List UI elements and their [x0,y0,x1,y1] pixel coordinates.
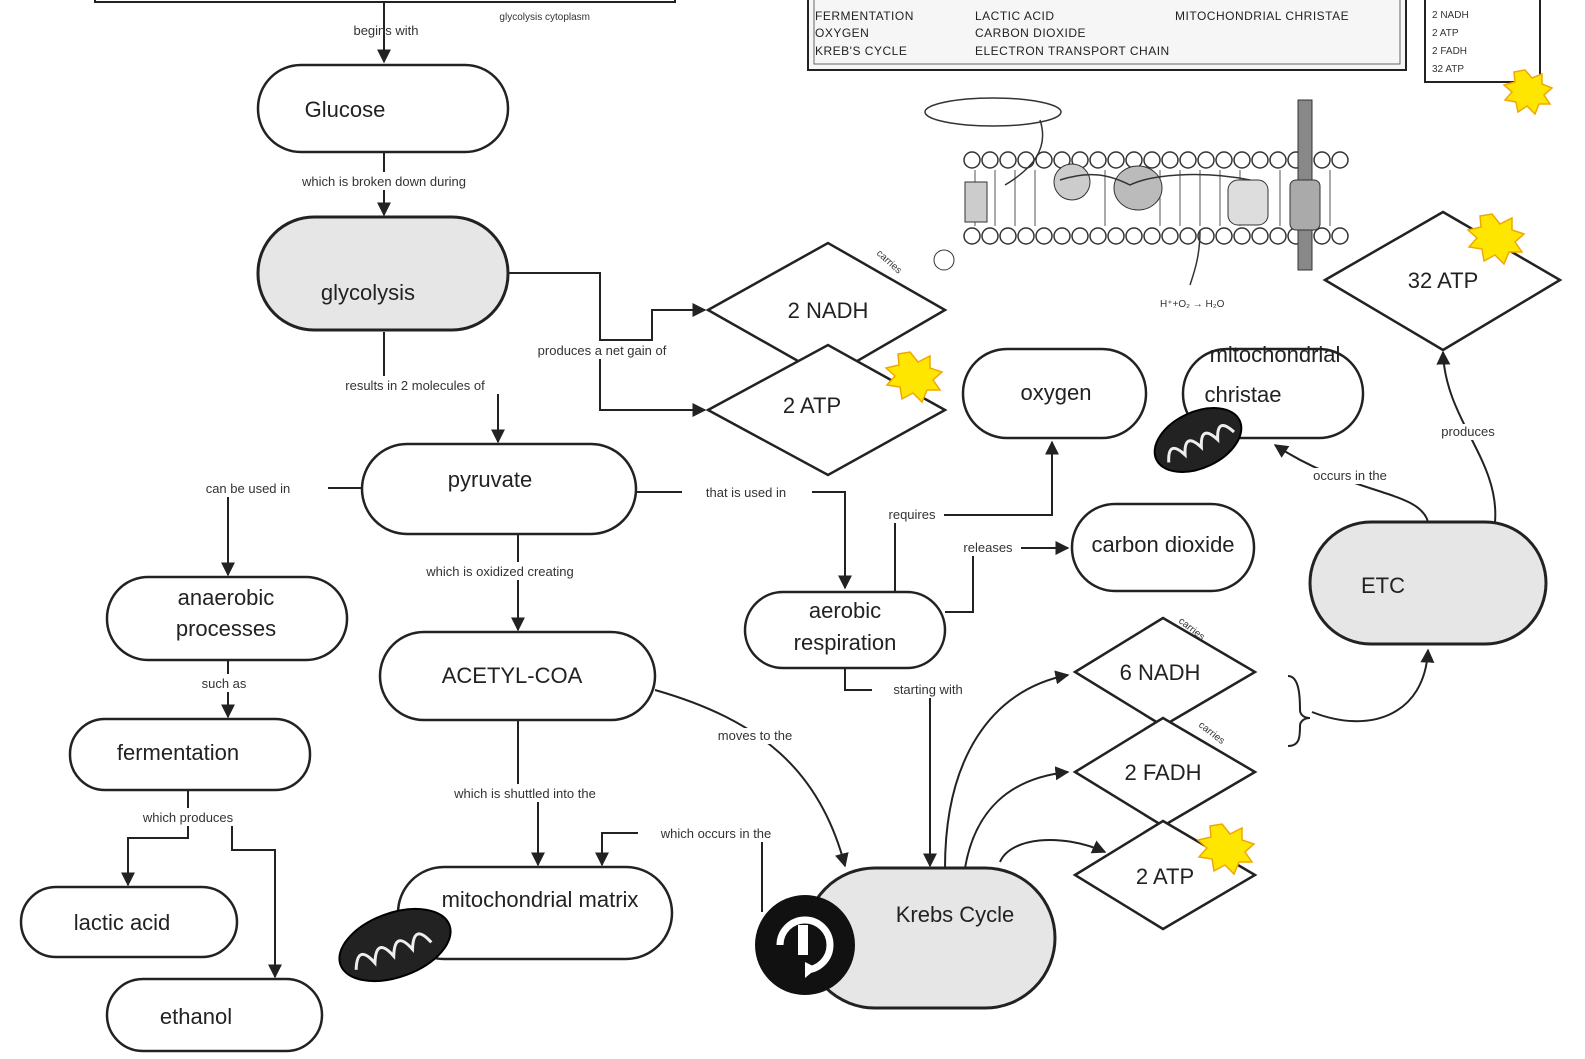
top-snippet: glycolysis cytoplasm [499,12,590,23]
svg-text:ACETYL-COA: ACETYL-COA [442,663,583,688]
link-label: produces a net gain of [538,343,667,358]
atp-burst-icon [884,351,944,404]
link-label: which is broken down during [301,174,466,189]
bank-item: MITOCHONDRIAL CHRISTAE [1175,9,1349,23]
link-brace-etc [1311,648,1435,723]
node-2-atp-krebs: 2 ATP [1072,819,1258,931]
svg-text:fermentation: fermentation [117,740,239,765]
bank-item: CARBON DIOXIDE [975,26,1086,40]
node-6-nadh-krebs: 6 NADH [1072,616,1258,728]
word-bank: FERMENTATION OXYGEN KREB'S CYCLE LACTIC … [807,0,1407,71]
link-label: occurs in the [1313,468,1387,483]
atp-tally-box: 2 NADH 2 ATP 2 FADH 32 ATP [1424,0,1554,116]
node-anaerobic-processes: anaerobic processes [105,575,349,662]
svg-text:lactic acid: lactic acid [74,910,171,935]
node-krebs-cycle: Krebs Cycle [803,866,1057,1010]
svg-text:glycolysis: glycolysis [321,280,415,305]
node-2-atp-glycolysis: 2 ATP [705,343,948,477]
link-fermentation-ethanol [231,820,282,979]
link-label: results in 2 molecules of [345,378,485,393]
svg-text:2 FADH: 2 FADH [1124,760,1201,785]
svg-text:2 NADH: 2 NADH [788,298,869,323]
tally-item: 2 NADH [1432,10,1469,21]
svg-text:oxygen: oxygen [1021,380,1092,405]
svg-text:processes: processes [176,616,276,641]
node-glucose: Glucose [256,63,510,154]
mitochondrion-icon [338,907,452,983]
link-glycolysis-nadh [600,303,707,341]
link-krebs-nadh [944,670,1070,869]
link-label: moves to the [718,728,792,743]
link-etc-cristae [1273,444,1429,523]
svg-text:Krebs Cycle: Krebs Cycle [896,902,1015,927]
link-fermentation-lactic [121,790,189,887]
svg-text:aerobic: aerobic [809,598,881,623]
node-oxygen: oxygen [961,347,1148,440]
link-krebs-fadh [964,766,1070,869]
node-ethanol: ethanol [105,977,324,1053]
link-aerobic-oxygen [894,440,1059,592]
tally-item: 2 FADH [1432,46,1467,57]
bank-item: LACTIC ACID [975,9,1055,23]
node-32-atp-etc: 32 ATP [1322,210,1563,352]
atp-burst-icon [1196,823,1256,876]
svg-text:32 ATP: 32 ATP [1408,268,1479,293]
link-pyruvate-aerobic [636,491,852,590]
svg-text:2 ATP: 2 ATP [1136,864,1194,889]
svg-text:ethanol: ethanol [160,1004,232,1029]
link-label: releases [963,540,1013,555]
svg-text:ETC: ETC [1361,573,1405,598]
link-label: produces [1441,424,1495,439]
node-pyruvate: pyruvate [360,442,638,536]
link-aerobic-co2 [945,541,1070,613]
node-glycolysis: glycolysis [256,215,510,332]
tally-item: 2 ATP [1432,28,1459,39]
node-aerobic-respiration: aerobic respiration [743,590,947,670]
link-label: which produces [142,810,234,825]
link-label: which is shuttled into the [453,786,596,801]
link-label: starting with [893,682,962,697]
svg-text:H⁺+O₂ → H₂O: H⁺+O₂ → H₂O [1160,299,1225,310]
svg-text:carbon dioxide: carbon dioxide [1091,532,1234,557]
link-acetyl-krebs [654,689,849,868]
node-lactic-acid: lactic acid [19,885,239,959]
cycle-icon [755,895,855,995]
link-krebs-atp [999,838,1107,863]
mitochondrion-icon [1153,407,1243,473]
atp-burst-icon [1466,213,1526,266]
svg-text:2 ATP: 2 ATP [783,393,841,418]
node-mitochondrial-matrix: mitochondrial matrix [396,865,674,961]
link-label: begins with [353,23,418,38]
svg-text:respiration: respiration [794,630,897,655]
bank-item: FERMENTATION [815,9,914,23]
bank-item: KREB'S CYCLE [815,44,907,58]
link-label: which is oxidized creating [425,564,573,579]
link-pyruvate-anaerobic [221,487,362,577]
svg-text:6 NADH: 6 NADH [1120,660,1201,685]
node-fermentation: fermentation [68,717,312,792]
svg-text:mitochondrial matrix: mitochondrial matrix [442,887,639,912]
bank-item: OXYGEN [815,26,869,40]
svg-text:Glucose: Glucose [305,97,386,122]
svg-text:anaerobic: anaerobic [178,585,275,610]
svg-text:mitochondrial: mitochondrial [1210,342,1341,367]
link-label: can be used in [206,481,291,496]
node-2-fadh-krebs: 2 FADH [1072,716,1258,828]
node-carbon-dioxide: carbon dioxide [1070,502,1256,593]
node-acetyl-coa: ACETYL-COA [378,630,657,722]
atp-burst-icon [1502,69,1554,116]
node-2-nadh-glycolysis: 2 NADH [705,241,948,380]
link-label: that is used in [706,485,786,500]
bank-item: ELECTRON TRANSPORT CHAIN [975,44,1170,58]
link-label: such as [202,676,247,691]
link-label: which occurs in the [660,826,772,841]
link-label: requires [889,507,936,522]
tally-item: 32 ATP [1432,64,1464,75]
brace [1287,675,1311,747]
svg-text:christae: christae [1204,382,1281,407]
etc-membrane-illustration: H⁺+O₂ → H₂O [924,97,1349,310]
svg-text:pyruvate: pyruvate [448,467,532,492]
node-etc: ETC [1308,520,1548,646]
